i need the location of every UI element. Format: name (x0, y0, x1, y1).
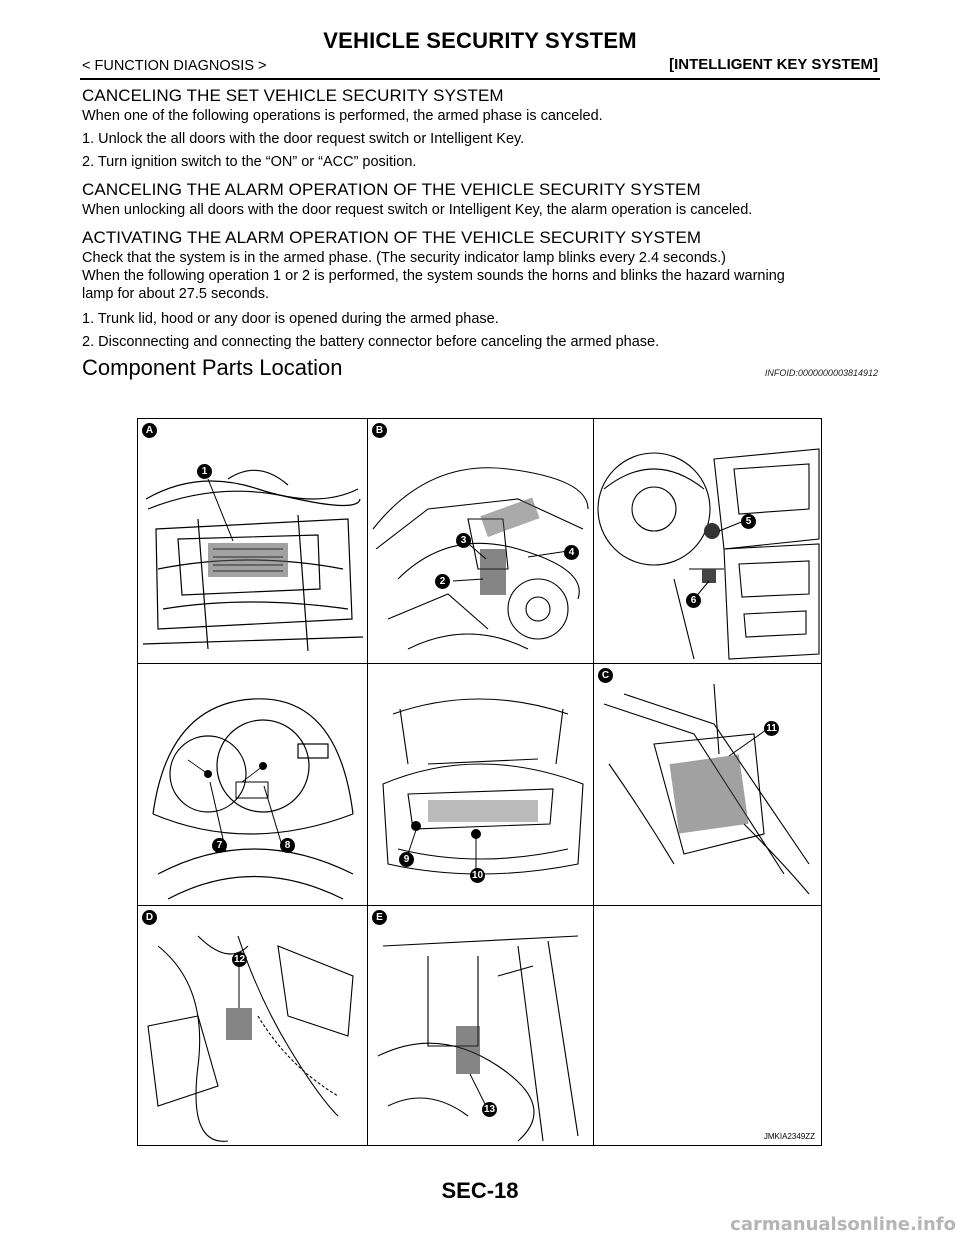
callout-13: 13 (482, 1102, 497, 1117)
panel-letter-b: B (372, 423, 387, 438)
page-number: SEC-18 (441, 1178, 519, 1203)
callout-11: 11 (764, 721, 779, 736)
photo-under-dash-harness: D 12 (138, 906, 367, 1146)
cancel-set-step-2: 2. Turn ignition switch to the “ON” or “… (82, 154, 417, 170)
cancel-alarm-body: When unlocking all doors with the door r… (82, 202, 753, 218)
system-label: [INTELLIGENT KEY SYSTEM] (669, 56, 878, 73)
callout-5: 5 (741, 514, 756, 529)
callout-3: 3 (456, 533, 471, 548)
figure-code: JMKIA2349ZZ (763, 1132, 815, 1141)
activate-alarm-line-1: Check that the system is in the armed ph… (82, 250, 726, 266)
heading-cancel-alarm: CANCELING THE ALARM OPERATION OF THE VEH… (82, 180, 701, 199)
panel-letter-c: C (598, 668, 613, 683)
header-rule (80, 78, 880, 80)
panel-letter-d: D (142, 910, 157, 925)
callout-7: 7 (212, 838, 227, 853)
callout-10: 10 (470, 868, 485, 883)
activate-alarm-step-1: 1. Trunk lid, hood or any door is opened… (82, 311, 499, 327)
component-location-figure: A 1 B 2 3 4 (137, 418, 822, 1146)
panel-letter-a: A (142, 423, 157, 438)
photo-front-hood-open: 9 10 (368, 664, 593, 905)
grid-divider (593, 419, 594, 1146)
callout-1: 1 (197, 464, 212, 479)
heading-cancel-set: CANCELING THE SET VEHICLE SECURITY SYSTE… (82, 86, 504, 105)
callout-4: 4 (564, 545, 579, 560)
empty-panel (594, 906, 822, 1146)
activate-alarm-line-2: When the following operation 1 or 2 is p… (82, 268, 785, 284)
page-title: VEHICLE SECURITY SYSTEM (323, 28, 637, 53)
callout-2: 2 (435, 574, 450, 589)
callout-9: 9 (399, 852, 414, 867)
photo-combination-meter: 7 8 (138, 664, 367, 905)
info-id: INFOID:0000000003814912 (764, 368, 878, 378)
heading-component-parts: Component Parts Location (82, 355, 343, 380)
callout-12: 12 (232, 952, 247, 967)
grid-divider (367, 419, 368, 1146)
activate-alarm-line-3: lamp for about 27.5 seconds. (82, 286, 270, 302)
section-label: < FUNCTION DIAGNOSIS > (82, 58, 267, 74)
photo-instrument-panel-interior: A 1 (138, 419, 367, 663)
activate-alarm-step-2: 2. Disconnecting and connecting the batt… (82, 334, 660, 350)
grid-divider (138, 663, 822, 664)
photo-shift-lever-assembly: C 11 (594, 664, 822, 905)
panel-letter-e: E (372, 910, 387, 925)
cancel-set-step-1: 1. Unlock the all doors with the door re… (82, 131, 525, 147)
photo-rear-interior: E 13 (368, 906, 593, 1146)
photo-engine-compartment: B 2 3 4 (368, 419, 593, 663)
cancel-set-intro: When one of the following operations is … (82, 108, 603, 124)
watermark: carmanualsonline.info (730, 1214, 956, 1235)
callout-6: 6 (686, 593, 701, 608)
photo-steering-console: 5 6 (594, 419, 822, 663)
heading-activate-alarm: ACTIVATING THE ALARM OPERATION OF THE VE… (82, 228, 702, 247)
callout-8: 8 (280, 838, 295, 853)
grid-divider (138, 905, 822, 906)
